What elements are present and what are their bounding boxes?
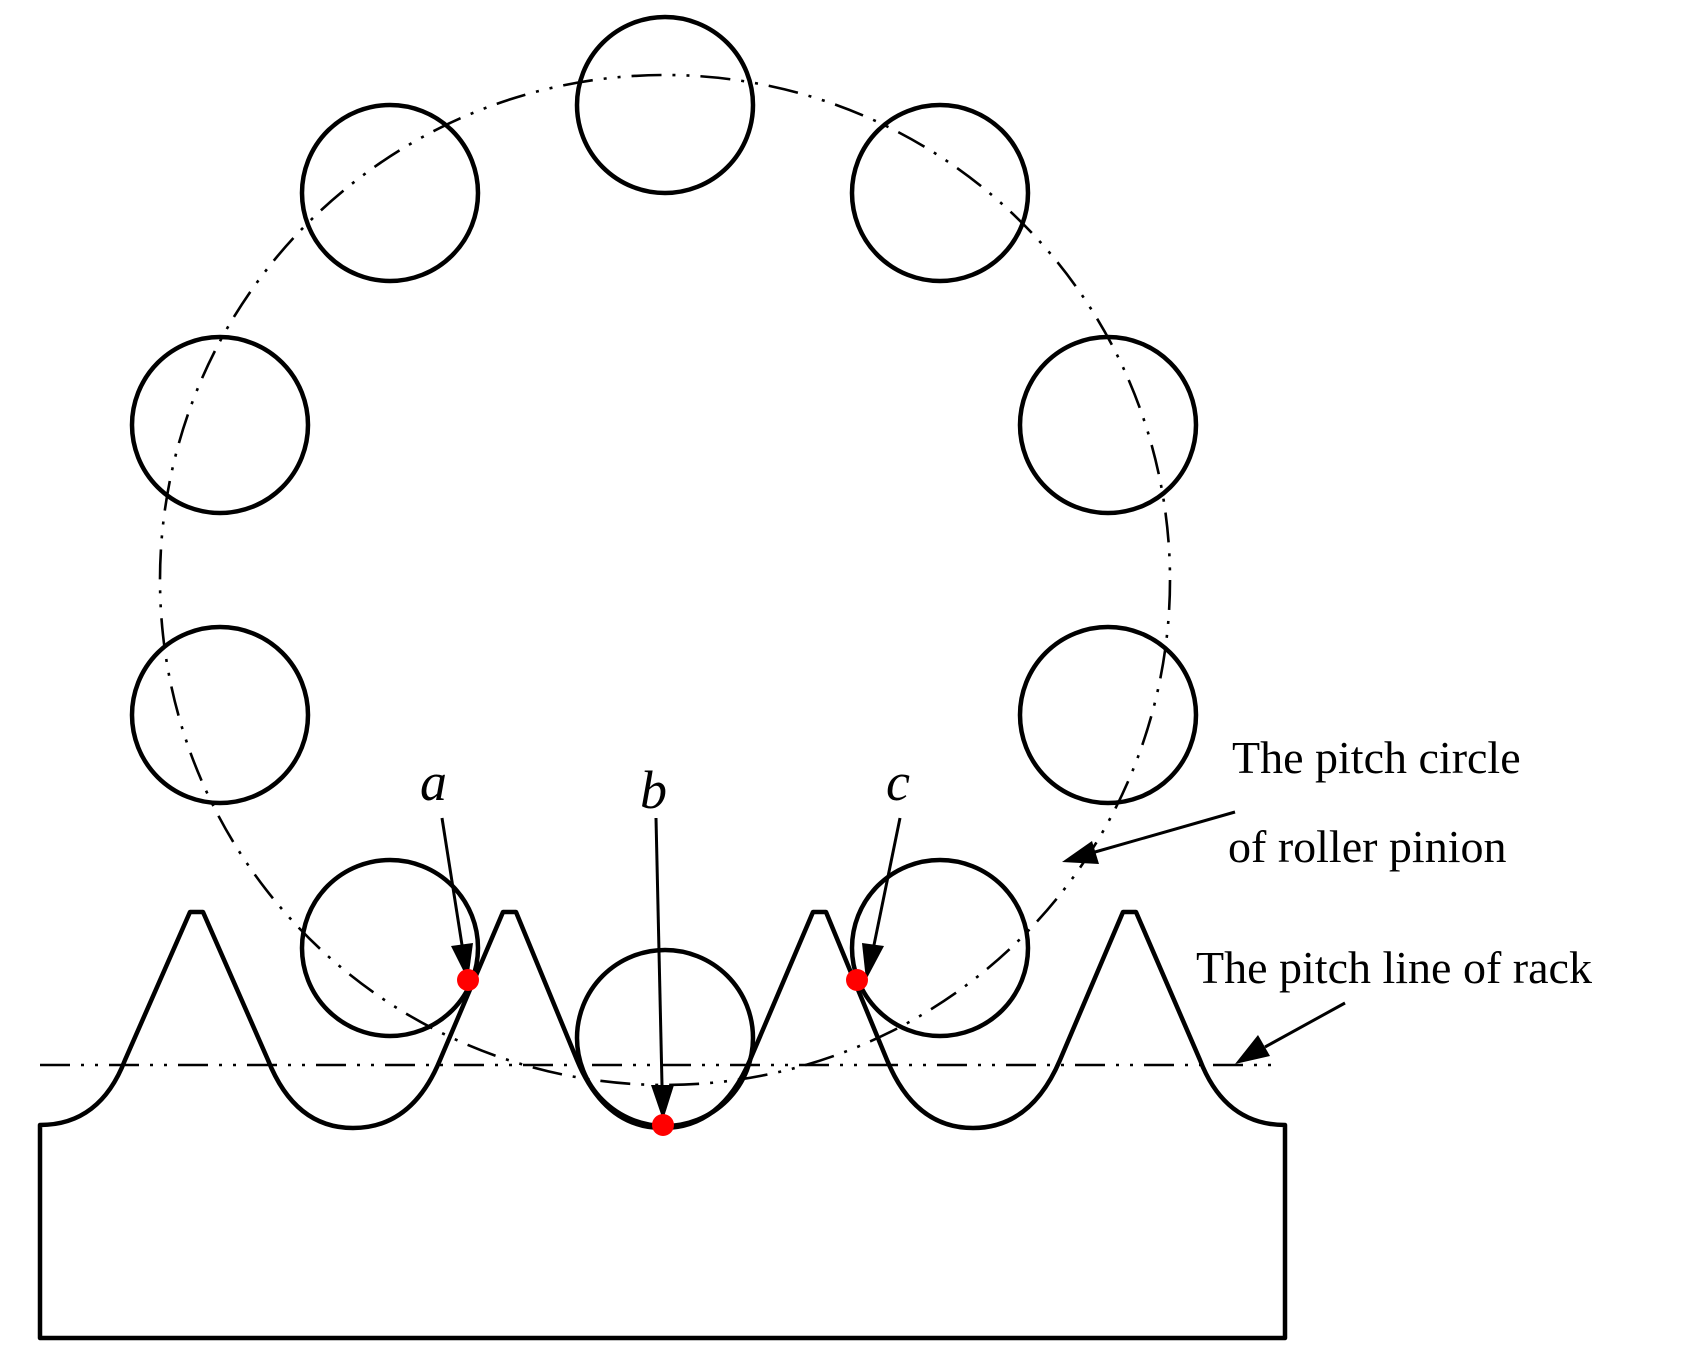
roller [1017, 334, 1199, 516]
point-arrows [440, 817, 902, 1120]
roller [849, 102, 1031, 284]
roller [129, 334, 311, 516]
pitch-circle-callout-line2: of roller pinion [1228, 821, 1507, 872]
contact-point-c [846, 969, 868, 991]
arrow-b-head [651, 1085, 674, 1120]
arrow-c-line [872, 817, 902, 946]
pitch-circle-arrow-line [1094, 810, 1236, 854]
callout-arrows [1062, 810, 1346, 1064]
roller [849, 857, 1031, 1039]
label-b: b [640, 760, 667, 820]
pitch-line-arrow-head [1235, 1035, 1270, 1064]
roller [574, 14, 756, 196]
roller [299, 857, 481, 1039]
pitch-circle [158, 73, 1172, 1087]
pitch-circle-callout-line1: The pitch circle [1232, 732, 1521, 783]
contact-point-a [457, 969, 479, 991]
contact-point-b [652, 1114, 674, 1136]
arrow-a-line [440, 817, 464, 946]
arrow-c-head [862, 943, 884, 980]
pitch-circle-arrow-head [1062, 841, 1099, 864]
rollers [129, 14, 1199, 1129]
roller [1017, 624, 1199, 806]
pitch-line-arrow-line [1264, 1001, 1346, 1049]
roller [299, 102, 481, 284]
roller [129, 624, 311, 806]
label-a: a [420, 752, 447, 812]
pitch-line-callout: The pitch line of rack [1196, 942, 1592, 993]
arrow-b-line [654, 817, 664, 1086]
label-c: c [886, 752, 910, 812]
